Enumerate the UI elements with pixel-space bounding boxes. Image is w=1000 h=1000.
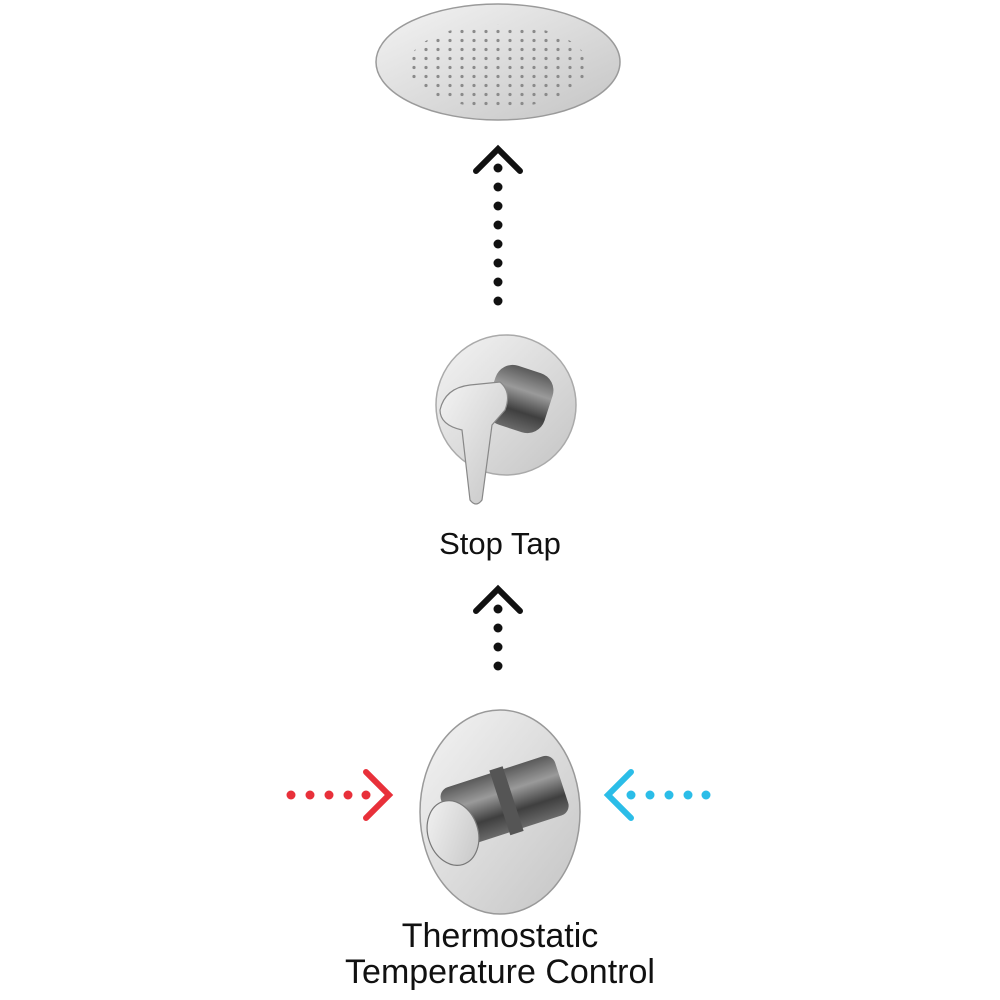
flow-arrow-to-shower — [473, 144, 523, 306]
rain-shower-head-icon — [375, 3, 621, 121]
stop-tap-label: Stop Tap — [439, 526, 561, 561]
hot-supply-arrow — [286, 769, 394, 821]
flow-arrow-to-stop-tap — [473, 584, 523, 671]
thermostatic-label-line1: Thermostatic — [401, 917, 599, 955]
thermostatic-label-line2: Temperature Control — [345, 953, 655, 991]
cold-supply-arrow — [603, 769, 711, 821]
stop-tap-valve-icon — [435, 334, 577, 505]
thermostatic-valve-icon — [419, 709, 581, 915]
thermostatic-label: Thermostatic Temperature Control — [0, 918, 1000, 990]
